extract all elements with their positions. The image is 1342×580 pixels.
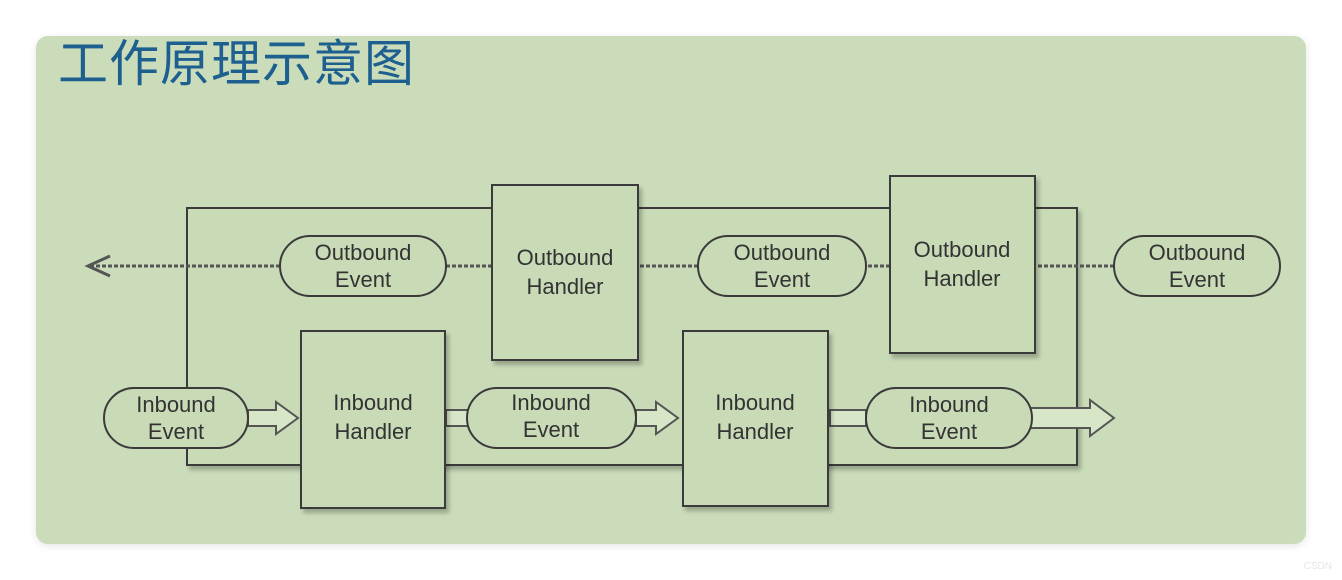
- outbound-event-3-line2: Event: [1169, 267, 1225, 292]
- outbound-handler-1-line1: Outbound: [517, 245, 614, 270]
- inbound-event-2: Inbound Event: [466, 387, 637, 449]
- inbound-handler-1: Inbound Handler: [300, 330, 446, 509]
- outbound-handler-1-line2: Handler: [526, 274, 603, 299]
- inbound-handler-2: Inbound Handler: [682, 330, 829, 507]
- inbound-arrow-3a: [829, 409, 867, 427]
- inbound-event-1-line2: Event: [148, 419, 204, 444]
- watermark: CSDN: [1303, 561, 1332, 572]
- inbound-event-1: Inbound Event: [103, 387, 249, 449]
- outbound-event-1-line1: Outbound: [315, 240, 412, 265]
- outbound-event-2-line1: Outbound: [734, 240, 831, 265]
- inbound-event-3: Inbound Event: [865, 387, 1033, 449]
- outbound-event-2-line2: Event: [754, 267, 810, 292]
- outbound-event-2: Outbound Event: [697, 235, 867, 297]
- inbound-arrow-2b: [635, 400, 680, 436]
- inbound-handler-2-line1: Inbound: [715, 390, 795, 415]
- outbound-event-1-line2: Event: [335, 267, 391, 292]
- outbound-handler-2: Outbound Handler: [889, 175, 1036, 354]
- inbound-arrow-3b: [1029, 398, 1116, 438]
- page-title: 工作原理示意图: [58, 35, 415, 93]
- inbound-event-3-line1: Inbound: [909, 392, 989, 417]
- outbound-event-3-line1: Outbound: [1149, 240, 1246, 265]
- inbound-handler-1-line1: Inbound: [333, 390, 413, 415]
- outbound-event-3: Outbound Event: [1113, 235, 1281, 297]
- outbound-handler-2-line2: Handler: [923, 266, 1000, 291]
- inbound-flow-arrows: [247, 398, 1116, 438]
- inbound-handler-2-line2: Handler: [716, 419, 793, 444]
- outbound-handler-1: Outbound Handler: [491, 184, 639, 361]
- inbound-arrow-1: [247, 400, 300, 436]
- inbound-event-2-line1: Inbound: [511, 390, 591, 415]
- inbound-arrow-2a: [445, 409, 469, 427]
- inbound-event-2-line2: Event: [523, 417, 579, 442]
- inbound-handler-1-line2: Handler: [334, 419, 411, 444]
- outbound-handler-2-line1: Outbound: [914, 237, 1011, 262]
- outbound-event-1: Outbound Event: [279, 235, 447, 297]
- inbound-event-1-line1: Inbound: [136, 392, 216, 417]
- inbound-event-3-line2: Event: [921, 419, 977, 444]
